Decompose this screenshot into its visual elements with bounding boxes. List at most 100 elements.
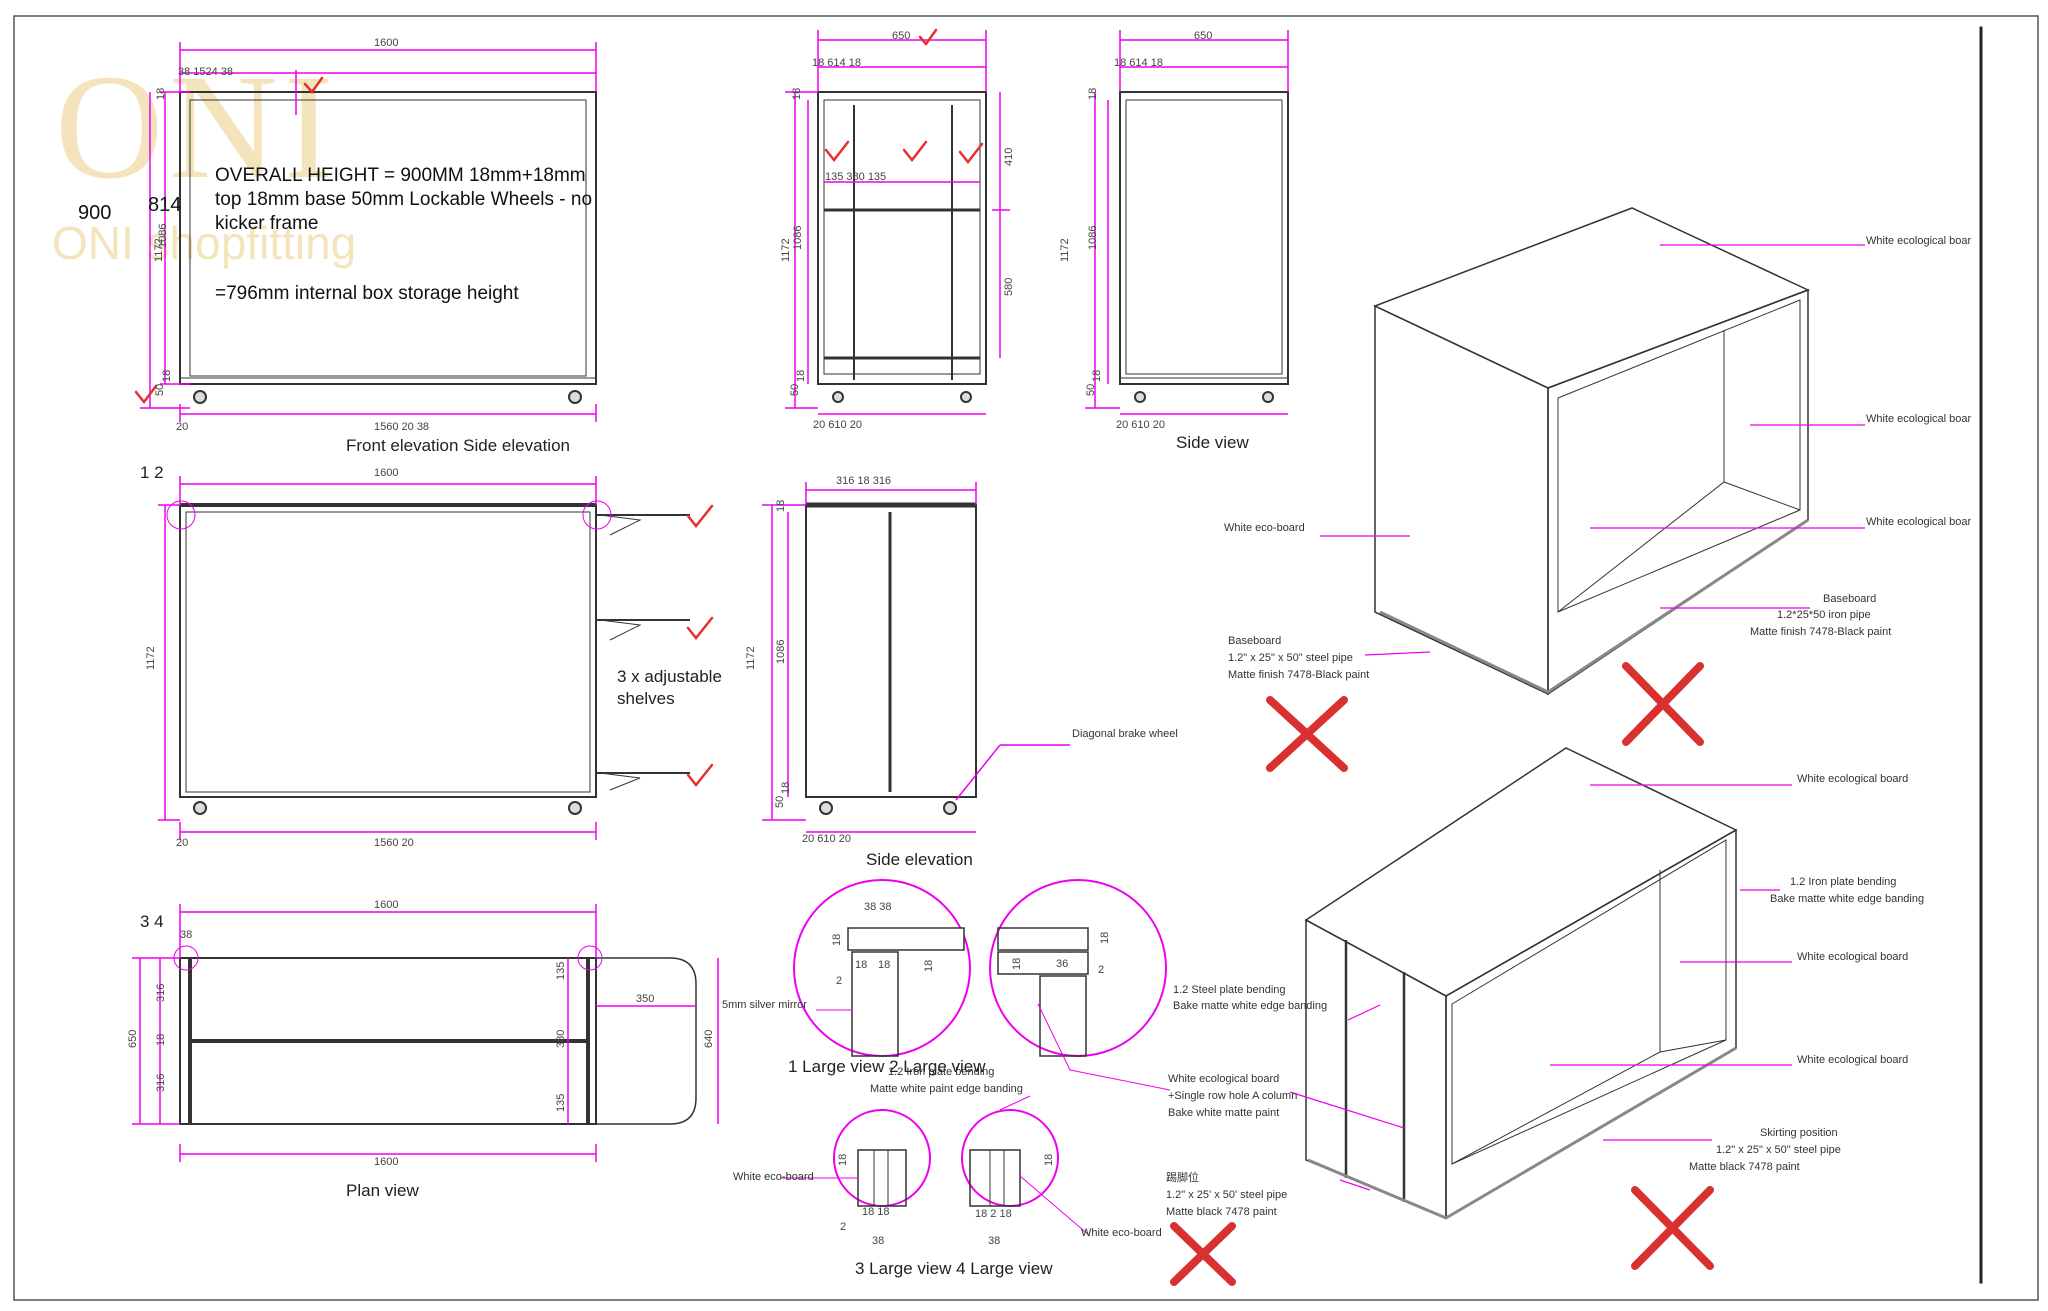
front2-left-20: 20	[176, 837, 189, 849]
plan-dim-350: 350	[636, 993, 655, 1005]
iso2-eco-side: White ecological board	[1797, 951, 1909, 963]
side-dim-814: 814	[148, 194, 182, 216]
detail1-2: 2	[836, 975, 843, 987]
plan-dim-640: 640	[703, 1029, 715, 1048]
diagonal-brake-wheel-label: Diagonal brake wheel	[1072, 728, 1178, 740]
detail3-2: 2	[840, 1221, 847, 1233]
dim-base-18: 18	[161, 369, 173, 382]
side1-dim-580: 580	[1003, 277, 1015, 296]
plan-dim-316a: 316	[155, 983, 167, 1002]
plan-dim-135a: 135	[555, 961, 567, 980]
side1-dim-18: 18	[791, 87, 803, 100]
plan-dim-380: 380	[555, 1029, 567, 1048]
edge-banding-label: Matte white paint edge banding	[870, 1083, 1023, 1095]
iso1-eco-top: White ecological boar	[1866, 235, 1972, 247]
iso1-baseboard-left-finish: Matte finish 7478-Black paint	[1228, 669, 1370, 681]
plan-dim-650: 650	[127, 1029, 139, 1048]
side2-dim-18: 18	[1087, 87, 1099, 100]
dim-18: 18	[155, 87, 167, 100]
iso2-iron-plate-finish: Bake matte white edge banding	[1770, 893, 1925, 905]
side1-dim-1172: 1172	[780, 238, 792, 262]
iso2-eco-hole: White ecological board	[1168, 1073, 1280, 1085]
detail4-18218: 18 2 18	[975, 1208, 1012, 1220]
plan-dim-38: 38	[180, 929, 193, 941]
iso2-foot-finish: Matte black 7478 paint	[1166, 1206, 1277, 1218]
sheet-border	[13, 15, 2039, 1301]
dim-top-segments: 38 1524 38	[178, 66, 234, 78]
iso1-baseboard-right-spec: 1.2*25*50 iron pipe	[1777, 609, 1871, 621]
isometric-cabinet-1-leaders	[1320, 244, 1865, 656]
detail3-1818: 18 18	[862, 1206, 890, 1218]
plan-view	[173, 945, 697, 1125]
side-dim-900: 900	[78, 202, 112, 224]
side-elevation-2-dimensions	[762, 482, 1070, 833]
side1-dim-1086: 1086	[792, 225, 804, 250]
isometric-cabinet-2-leaders	[1289, 784, 1792, 1191]
cross-icon	[1266, 696, 1348, 772]
cross-icon	[1170, 1222, 1236, 1286]
iso2-eco-top: White ecological board	[1797, 773, 1909, 785]
side1-dim-50: 50	[789, 383, 801, 396]
side3-top-segments: 316 18 316	[836, 475, 892, 487]
iso2-skirting: Skirting position	[1760, 1127, 1838, 1139]
detail1-18d: 18	[923, 959, 935, 972]
dim-left-20: 20	[176, 421, 189, 433]
side2-dim-base-18: 18	[1091, 369, 1103, 382]
detail4-38: 38	[988, 1235, 1001, 1247]
large-view-1-2-caption: 1 Large view 2 Large view	[788, 1057, 986, 1076]
front-elevation-2-dimensions	[158, 476, 597, 840]
check-icon	[134, 384, 158, 405]
front2-dim-1172: 1172	[145, 646, 157, 670]
iso2-eco-hole-spec: +Single row hole A column	[1168, 1090, 1298, 1102]
dim-50: 50	[154, 383, 166, 396]
iso1-eco-left: White eco-board	[1224, 522, 1305, 534]
iso2-foot: 踢脚位	[1166, 1172, 1199, 1184]
side3-bottom-segments: 20 610 20	[802, 833, 851, 845]
detail4-18: 18	[1043, 1153, 1055, 1166]
plate-bending-label: 1.2 Iron plate bending	[888, 1066, 995, 1078]
side2-dim-650: 650	[1194, 30, 1213, 42]
eco-board-right-label: White eco-board	[1081, 1227, 1162, 1239]
side-view-dimensions	[1085, 30, 1289, 415]
detail2-2: 2	[1098, 964, 1105, 976]
internal-height-note: =796mm internal box storage height	[215, 283, 519, 304]
detail-circles	[780, 879, 1171, 1237]
marker-3-4: 3 4	[140, 912, 164, 931]
check-icon	[958, 142, 984, 165]
detail1-dims: 38 38	[864, 901, 892, 913]
dim-bottom-segments: 1560 20 38	[374, 421, 430, 433]
side1-dim-650: 650	[892, 30, 911, 42]
plan-view-dimensions	[132, 904, 719, 1162]
isometric-cabinet-1	[1373, 207, 1810, 696]
dim-1600: 1600	[374, 37, 399, 49]
side-elevation-2	[805, 502, 977, 815]
front-elevation-2	[166, 500, 690, 815]
plan-view-caption: Plan view	[346, 1181, 419, 1200]
iso1-baseboard-right: Baseboard	[1823, 593, 1877, 605]
side1-top-segments: 18 614 18	[812, 57, 861, 69]
detail3-38: 38	[872, 1235, 885, 1247]
large-view-3-4-caption: 3 Large view 4 Large view	[855, 1259, 1053, 1278]
front-elevation-1	[179, 91, 597, 404]
side1-shelf-segments: 135 380 135	[825, 171, 887, 183]
iso2-steel-plate-finish: Bake matte white edge banding	[1173, 1000, 1328, 1012]
detail1-18a: 18	[831, 933, 843, 946]
overall-height-note: OVERALL HEIGHT = 900MM 18mm+18mm top 18m…	[215, 165, 593, 234]
detail1-18b: 18	[855, 959, 868, 971]
iso2-skirting-spec: 1.2" x 25" x 50" steel pipe	[1716, 1144, 1841, 1156]
side2-top-segments: 18 614 18	[1114, 57, 1163, 69]
side1-bottom-segments: 20 610 20	[813, 419, 862, 431]
side2-dim-1172: 1172	[1059, 238, 1071, 262]
dim-1086: 1086	[157, 223, 169, 248]
front-elevation-1-dimensions	[140, 42, 597, 422]
iso1-baseboard-right-finish: Matte finish 7478-Black paint	[1750, 626, 1892, 638]
logo-watermark-text: ONI shopfitting	[52, 217, 357, 269]
side3-dim-1086: 1086	[775, 639, 787, 664]
iso2-iron-plate: 1.2 Iron plate bending	[1790, 876, 1897, 888]
eco-board-left-label: White eco-board	[733, 1171, 814, 1183]
iso1-baseboard-left: Baseboard	[1228, 635, 1282, 647]
iso2-steel-plate: 1.2 Steel plate bending	[1173, 984, 1286, 996]
plan-bottom-1600: 1600	[374, 1156, 399, 1168]
check-icon	[303, 76, 324, 95]
